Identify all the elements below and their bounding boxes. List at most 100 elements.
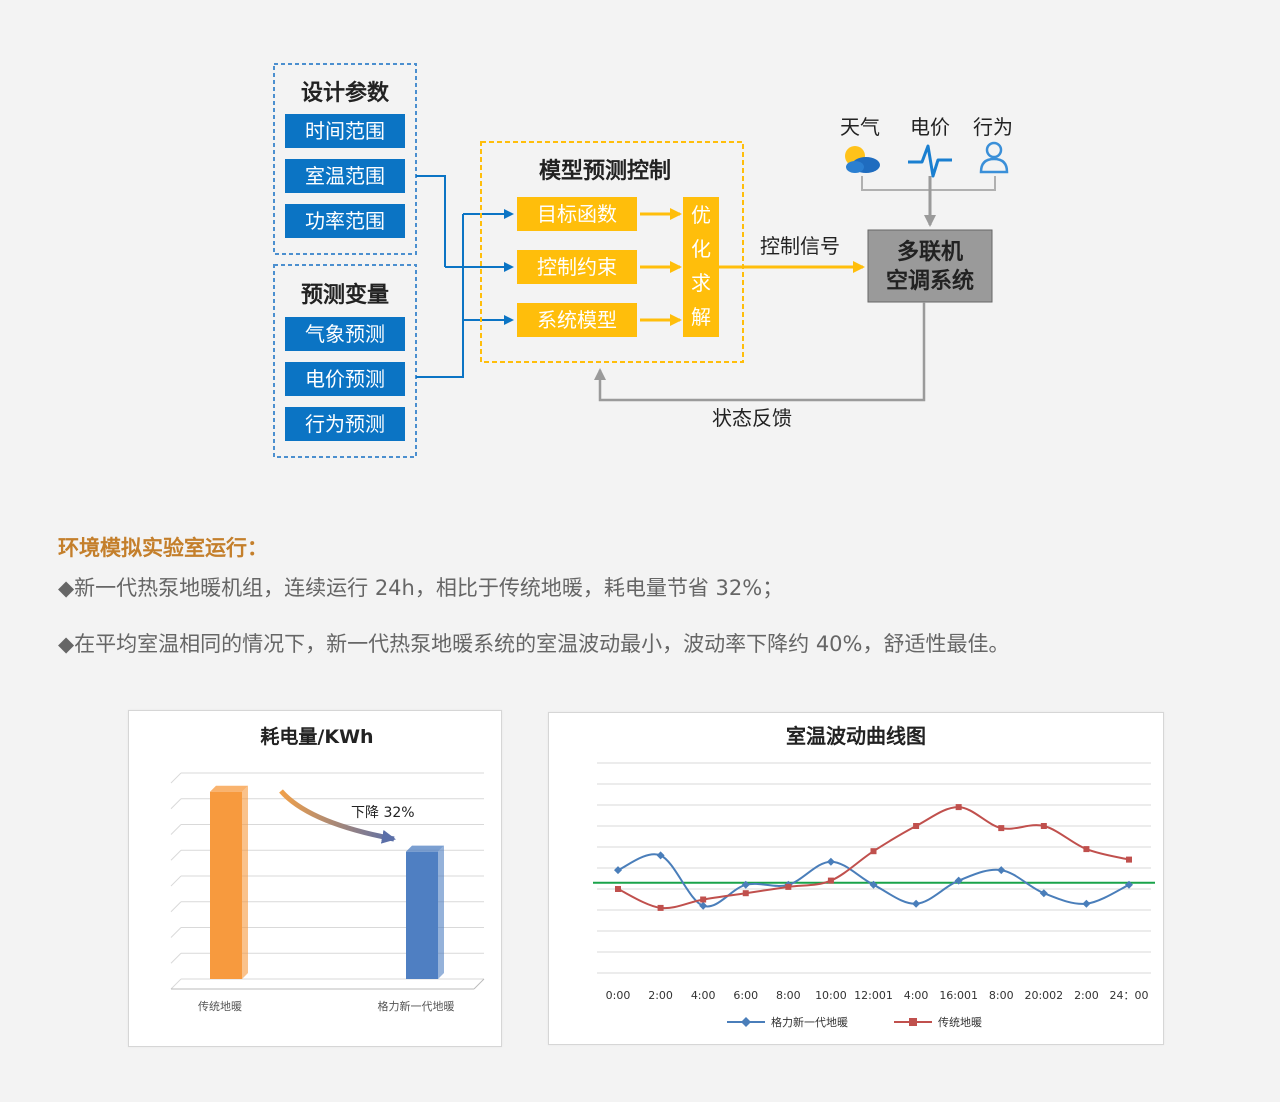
temp-x-label: 4:00: [904, 989, 929, 1002]
series-point: [742, 890, 749, 897]
series-point: [955, 804, 962, 811]
energy-bar: [210, 785, 248, 979]
input-price-label: 电价: [910, 115, 950, 139]
lab-notes: 环境模拟实验室运行： ◆新一代热泵地暖机组，连续运行 24h，相比于传统地暖，耗…: [58, 532, 1238, 658]
temp-x-label: 20:002: [1024, 989, 1063, 1002]
system-inputs: 天气 电价 行为: [840, 115, 1013, 227]
control-signal-arrow: 控制信号: [719, 234, 865, 273]
temp-x-label: 24：00: [1110, 989, 1149, 1002]
notes-line-1: ◆新一代热泵地暖机组，连续运行 24h，相比于传统地暖，耗电量节省 32%；: [58, 576, 784, 600]
temp-x-labels: 0:00 2:00 4:00 6:00 8:00 10:00 12:001 4:00 16:00…: [606, 989, 1149, 1002]
mpc-objective: 目标函数: [537, 202, 617, 226]
person-icon: [979, 141, 1009, 174]
series-point: [913, 823, 920, 829]
temp-x-label: 6:00: [733, 989, 758, 1002]
series-0: [614, 851, 1133, 910]
energy-gridline-side: [170, 824, 182, 835]
legend-label: 格力新一代地暖: [771, 1015, 848, 1029]
series-point: [1039, 889, 1048, 898]
energy-chart-title: 耗电量/KWh: [260, 725, 373, 748]
energy-gridline-side: [170, 927, 182, 938]
series-1: [615, 804, 1132, 911]
temp-x-label: 4:00: [691, 989, 716, 1002]
temp-x-label: 8:00: [776, 989, 801, 1002]
series-point: [700, 896, 707, 903]
temp-x-label: 16:001: [939, 989, 978, 1002]
temp-x-label: 12:001: [854, 989, 893, 1002]
legend-label: 传统地暖: [938, 1016, 982, 1029]
temp-x-label: 2:00: [648, 989, 673, 1002]
series-point: [954, 876, 963, 885]
series-point: [1083, 846, 1090, 853]
temp-legend: 格力新一代地暖 传统地暖: [727, 1015, 982, 1029]
feedback-loop: 状态反馈: [594, 302, 926, 430]
system-label-line1: 多联机: [897, 239, 963, 265]
series-point: [997, 866, 1006, 875]
input-weather-label: 天气: [840, 115, 880, 139]
system-label-line2: 空调系统: [886, 268, 974, 294]
series-point: [656, 851, 665, 860]
solver-char-1: 优: [691, 203, 711, 227]
series-line: [617, 806, 1130, 910]
legend-marker: [909, 1018, 917, 1026]
legend-item: 格力新一代地暖: [727, 1015, 848, 1029]
legend-marker: [741, 1017, 751, 1027]
notes-heading: 环境模拟实验室运行：: [58, 536, 268, 560]
solver-char-3: 求: [691, 271, 711, 295]
series-point: [1082, 899, 1091, 908]
series-point: [869, 880, 878, 889]
design-params-group: 设计参数 时间范围 室温范围 功率范围: [273, 63, 417, 255]
decrease-annotation: 下降 32%: [351, 805, 415, 821]
notes-line-2: ◆在平均室温相同的情况下，新一代热泵地暖系统的室温波动最小，波动率下降约 40%…: [58, 632, 1010, 656]
energy-gridline-side: [170, 901, 182, 913]
series-point: [998, 825, 1005, 832]
predict-behavior: 行为预测: [305, 412, 385, 436]
series-point: [1126, 856, 1132, 863]
energy-x-labels: 传统地暖 格力新一代地暖: [198, 999, 455, 1013]
temp-grid: [597, 762, 1151, 974]
series-point: [785, 883, 792, 890]
energy-floor-edge: [473, 978, 485, 990]
series-point: [699, 901, 708, 910]
energy-bars: [210, 785, 444, 979]
legend-item: 传统地暖: [894, 1016, 982, 1029]
param-temp-range: 室温范围: [305, 164, 385, 188]
param-power-range: 功率范围: [305, 209, 385, 233]
temp-x-label: 2:00: [1074, 989, 1099, 1002]
energy-chart-card: 耗电量/KWh 传统地暖 格力新一代地暖 下降 32%: [128, 710, 502, 1047]
mpc-diagram: 设计参数 时间范围 室温范围 功率范围 预测变量 气象预测 电价预测 行为预测 …: [273, 63, 1013, 458]
series-point: [826, 857, 835, 866]
series-point: [870, 848, 877, 855]
input-behavior-label: 行为: [973, 115, 1013, 139]
predict-price: 电价预测: [305, 367, 385, 391]
weather-icon: [845, 146, 880, 173]
predict-vars-group: 预测变量 气象预测 电价预测 行为预测: [273, 264, 417, 458]
decrease-arrow: [279, 789, 396, 844]
temp-series: [614, 804, 1133, 911]
predict-vars-title: 预测变量: [301, 282, 389, 308]
series-point: [1040, 823, 1047, 829]
energy-gridline-side: [170, 772, 182, 784]
energy-x-label: 格力新一代地暖: [378, 999, 455, 1013]
temp-x-label: 0:00: [606, 989, 631, 1002]
series-line: [617, 853, 1130, 908]
pulse-icon: [908, 144, 952, 178]
temp-x-label: 8:00: [989, 989, 1014, 1002]
energy-gridline-side: [170, 978, 182, 990]
series-point: [615, 886, 621, 892]
mpc-group: 模型预测控制 目标函数 控制约束 系统模型 优 化 求 解: [480, 141, 744, 363]
series-point: [912, 899, 921, 908]
predict-weather: 气象预测: [305, 322, 385, 346]
series-point: [1125, 880, 1133, 889]
energy-x-label: 传统地暖: [198, 1000, 242, 1013]
temp-x-label: 10:00: [815, 989, 847, 1002]
series-point: [741, 880, 750, 889]
energy-gridline-side: [170, 952, 182, 964]
control-signal-label: 控制信号: [760, 234, 840, 258]
mpc-title: 模型预测控制: [539, 158, 671, 184]
series-point: [614, 866, 622, 875]
energy-bar: [406, 845, 444, 979]
feedback-label: 状态反馈: [712, 406, 792, 430]
solver-char-2: 化: [691, 237, 711, 261]
